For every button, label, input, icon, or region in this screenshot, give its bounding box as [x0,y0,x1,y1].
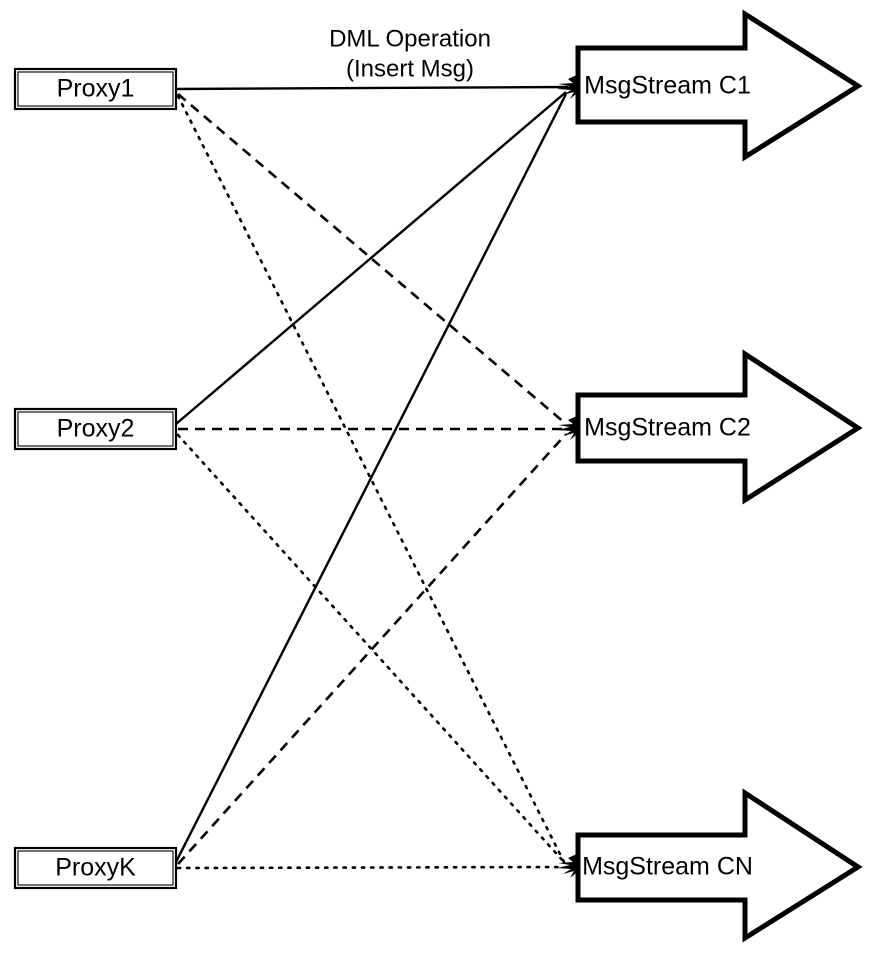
node-msgstream-c1[interactable]: MsgStream C1 [575,9,863,162]
edge-proxyk-to-stream-cn [176,865,566,870]
arrowhead-group [557,71,584,883]
edge-caption: DML Operation (Insert Msg) [329,25,491,82]
proxy1-label: Proxy1 [57,75,135,103]
edge-proxyk-to-stream-c1 [174,93,568,863]
edge-group [174,85,569,870]
msgstream-c2-arrow-shape [575,349,863,505]
node-msgstream-c2[interactable]: MsgStream C2 [575,349,863,505]
proxyk-label: ProxyK [55,854,136,882]
msgstream-cn-arrow-shape [575,788,863,943]
proxyk-box-inner-rule [17,850,174,886]
source-group: Proxy1 Proxy2 ProxyK [13,67,178,890]
node-proxy2[interactable]: Proxy2 [13,407,178,451]
edge-caption-line-1: DML Operation [329,25,491,52]
edge-proxyk-to-stream-c2 [177,433,567,865]
msgstream-cn-label: MsgStream CN [582,853,753,881]
proxy2-label: Proxy2 [57,415,135,443]
node-proxy1[interactable]: Proxy1 [13,67,178,111]
msgstream-c1-label: MsgStream C1 [584,72,751,100]
node-proxyk[interactable]: ProxyK [13,846,178,890]
proxyk-box [13,846,178,890]
target-group: MsgStream C1 MsgStream C2 MsgStream CN [575,9,863,943]
proxy1-box [13,67,178,111]
edge-proxy1-to-stream-c1 [175,85,569,91]
edge-proxy1-to-stream-c2 [177,93,567,425]
msgstream-c2-label: MsgStream C2 [584,414,751,442]
proxy1-box-inner-rule [17,71,174,107]
proxy2-box [13,407,178,451]
edge-caption-line-2: (Insert Msg) [346,55,474,82]
node-msgstream-cn[interactable]: MsgStream CN [575,788,863,943]
edge-proxy2-to-stream-c1 [175,91,567,425]
msgstream-c1-arrow-shape [575,9,863,162]
proxy2-box-inner-rule [17,411,174,447]
